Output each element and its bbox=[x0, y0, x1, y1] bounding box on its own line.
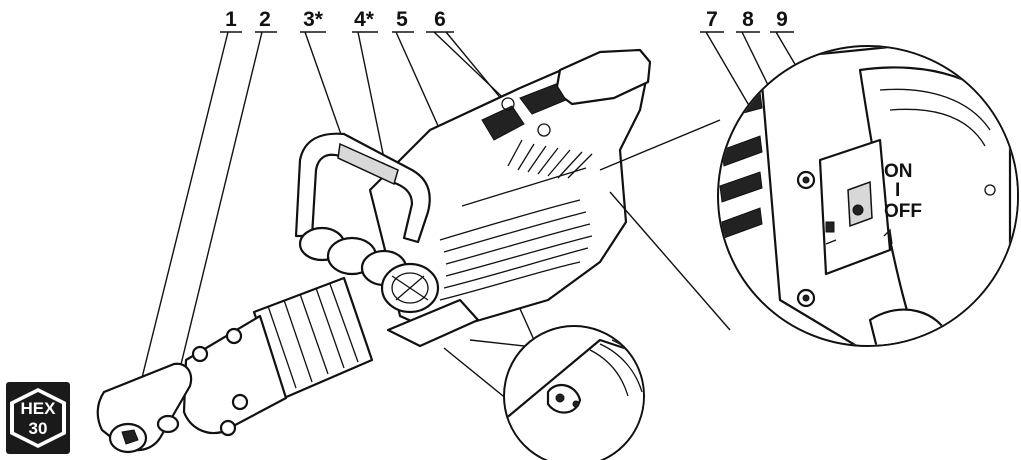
leader-line-1 bbox=[127, 31, 242, 435]
handle-grip bbox=[337, 142, 399, 186]
bottom-detail-view bbox=[503, 325, 645, 460]
zoom-line-top bbox=[599, 119, 721, 171]
chuck-bolts bbox=[191, 327, 249, 437]
callout-6: 6 bbox=[434, 8, 446, 31]
switch-on-label: ON bbox=[884, 161, 913, 182]
retainer-latch bbox=[156, 414, 180, 434]
top-vent-grille bbox=[481, 83, 567, 141]
cooling-fins bbox=[439, 199, 593, 301]
hex-badge: HEX 30 bbox=[6, 382, 70, 454]
side-vent-slots bbox=[461, 139, 593, 207]
callout-7: 7 bbox=[706, 8, 718, 31]
callout-9: 9 bbox=[776, 8, 788, 31]
hex-badge-size: 30 bbox=[29, 419, 48, 438]
zoom-line-bottom-left bbox=[443, 347, 509, 401]
switch-separator: I bbox=[895, 180, 900, 201]
demolition-hammer bbox=[96, 48, 652, 454]
callout-labels: 1 2 3* 4* 5 6 7 8 9 bbox=[225, 8, 788, 31]
callout-2: 2 bbox=[259, 8, 271, 31]
hex-badge-type: HEX bbox=[21, 399, 57, 418]
barrel-ribs bbox=[267, 283, 359, 389]
callout-3: 3* bbox=[303, 8, 324, 31]
switch-off-label: OFF bbox=[884, 201, 922, 222]
bottom-foot bbox=[386, 298, 480, 348]
switch-detail-view: ON I OFF bbox=[717, 45, 1019, 347]
callout-1: 1 bbox=[225, 8, 237, 31]
gear-head bbox=[182, 314, 288, 435]
variable-speed-knob bbox=[380, 262, 440, 314]
callout-8: 8 bbox=[742, 8, 754, 31]
callout-4: 4* bbox=[354, 8, 375, 31]
callout-5: 5 bbox=[396, 8, 408, 31]
zoom-line-bottom bbox=[609, 191, 731, 331]
